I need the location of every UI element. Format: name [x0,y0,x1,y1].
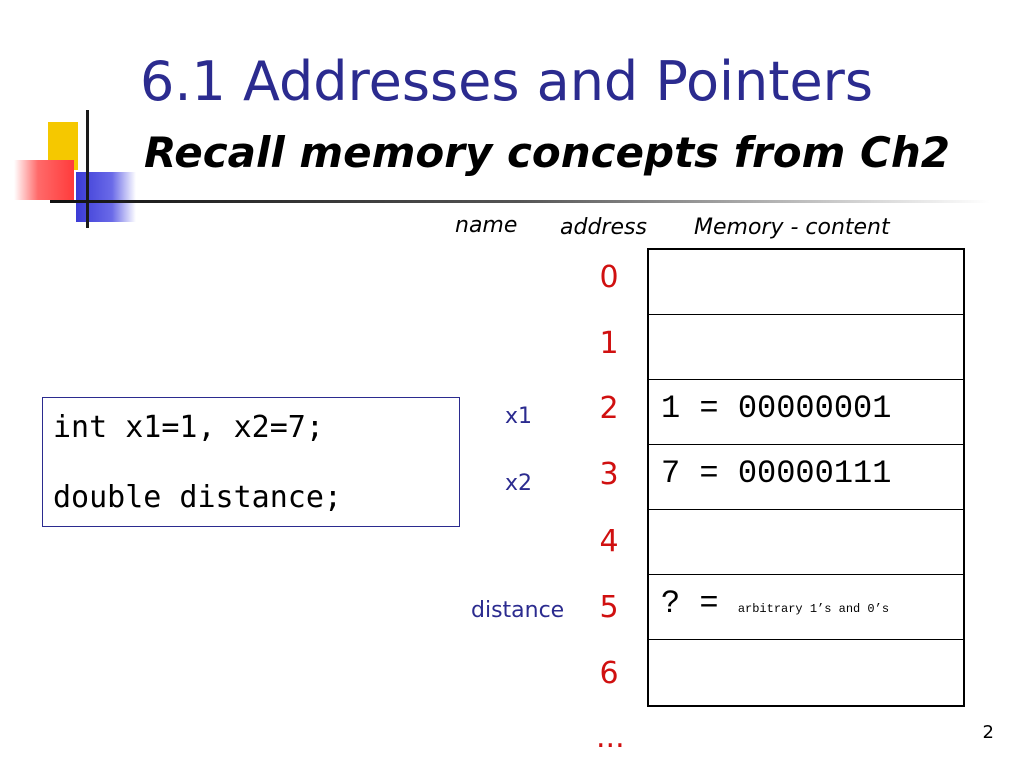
memory-cell-main: ? = [661,585,738,622]
blue-square-shape [76,172,136,222]
address-label: 5 [599,590,619,625]
page-number: 2 [982,722,994,743]
memory-cell-content: 1 = 00000001 [661,390,892,427]
slide-logo-decoration [0,0,140,240]
address-label: 2 [599,391,619,426]
slide-title: 6.1 Addresses and Pointers [140,50,874,113]
memory-cell: ? = arbitrary 1’s and 0’s [649,575,963,640]
address-ellipsis: ... [596,720,625,755]
memory-table: 1 = 00000001 7 = 00000111 ? = arbitrary … [647,248,965,707]
name-column-header: name [455,213,518,238]
varname-x1: x1 [505,404,533,429]
content-column-header: Memory - content [694,215,890,240]
address-label: 0 [599,260,619,295]
address-label: 6 [599,656,619,691]
red-square-shape [14,160,74,200]
code-line-2: double distance; [53,480,342,515]
code-line-1: int x1=1, x2=7; [53,410,324,445]
address-label: 1 [599,326,619,361]
memory-cell-content: ? = arbitrary 1’s and 0’s [661,585,889,622]
memory-cell: 1 = 00000001 [649,380,963,445]
memory-cell [649,510,963,575]
address-label: 4 [599,524,619,559]
code-snippet-box: int x1=1, x2=7; double distance; [42,397,460,527]
address-label: 3 [599,457,619,492]
slide-subtitle: Recall memory concepts from Ch2 [144,128,950,177]
memory-cell [649,315,963,380]
vertical-rule [86,110,89,228]
varname-distance: distance [471,598,565,623]
memory-cell-content: 7 = 00000111 [661,455,892,492]
title-underline [50,200,990,203]
address-column-header: address [560,215,647,240]
varname-x2: x2 [505,471,533,496]
memory-cell: 7 = 00000111 [649,445,963,510]
memory-cell [649,640,963,705]
memory-cell-note: arbitrary 1’s and 0’s [737,602,890,616]
memory-cell [649,250,963,315]
